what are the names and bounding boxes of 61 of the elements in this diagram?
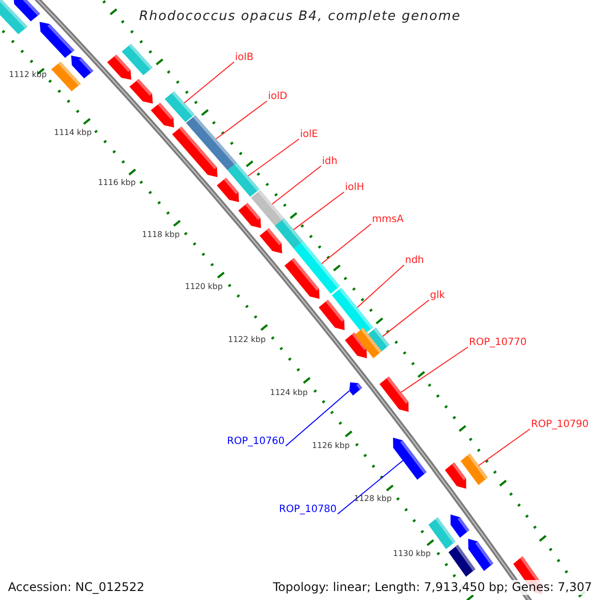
gene-block <box>460 453 488 486</box>
gene-label: glk <box>430 290 445 302</box>
gene-block <box>238 202 261 228</box>
leader-line <box>400 346 468 393</box>
scale-label: 1124 kbp <box>270 388 308 398</box>
gene-block <box>368 328 390 352</box>
gene-block <box>129 79 153 104</box>
gene-label: idh <box>322 156 338 168</box>
leader-line <box>321 224 372 264</box>
gene-block <box>393 438 427 480</box>
gene-label: iolD <box>268 91 288 103</box>
gene-label: iolB <box>235 52 254 64</box>
map-title: Rhodococcus opacus B4, complete genome <box>138 9 462 24</box>
leader-line <box>293 192 344 230</box>
scale-label: 1112 kbp <box>9 70 47 80</box>
gene-block <box>0 0 28 34</box>
gene-block <box>107 54 132 80</box>
gene-block <box>71 56 94 78</box>
gene-label: ROP_10790 <box>531 419 589 431</box>
gene-block <box>216 178 239 202</box>
leader-line <box>382 300 430 337</box>
gene-block <box>450 514 470 538</box>
gene-block <box>284 258 320 299</box>
gene-block <box>186 115 237 170</box>
scale-label: 1114 kbp <box>54 128 92 138</box>
scale-label: 1126 kbp <box>312 441 350 451</box>
gene-label: ROP_10780 <box>279 504 337 516</box>
leader-line <box>272 166 322 205</box>
gene-block <box>274 218 304 249</box>
leader-line <box>248 138 300 176</box>
leader-line <box>356 264 404 308</box>
gene-block <box>164 91 195 122</box>
map-info-text: Accession: NC_012522 <box>8 580 144 595</box>
gene-block <box>468 538 494 571</box>
scale-label: 1116 kbp <box>98 178 136 188</box>
gene-label: mmsA <box>372 214 404 226</box>
gene-block <box>13 0 40 22</box>
gene-block <box>122 44 153 76</box>
leader-line <box>184 62 234 104</box>
gene-block <box>444 462 466 489</box>
leader-line <box>285 390 350 446</box>
scale-label: 1118 kbp <box>142 230 180 240</box>
gene-block <box>349 382 362 396</box>
gene-block <box>380 376 409 412</box>
gene-label: ROP_10760 <box>227 436 285 448</box>
gene-block <box>318 300 345 330</box>
gene-block <box>260 228 282 254</box>
leader-line <box>216 100 268 140</box>
gene-block <box>40 22 74 58</box>
gene-label: iolE <box>300 129 318 141</box>
leader-line <box>478 428 530 466</box>
scale-label: 1128 kbp <box>354 494 392 504</box>
scale-label: 1122 kbp <box>228 335 266 345</box>
scale-label: 1120 kbp <box>185 282 223 292</box>
gene-label: iolH <box>345 182 364 194</box>
leader-line <box>337 460 404 514</box>
gene-label: ndh <box>405 255 424 267</box>
map-info-text: Topology: linear; Length: 7,913,450 bp; Genes: 7,307 <box>272 580 592 595</box>
gene-label: ROP_10770 <box>469 337 527 349</box>
gene-block <box>150 102 174 128</box>
scale-label: 1130 kbp <box>393 549 431 559</box>
